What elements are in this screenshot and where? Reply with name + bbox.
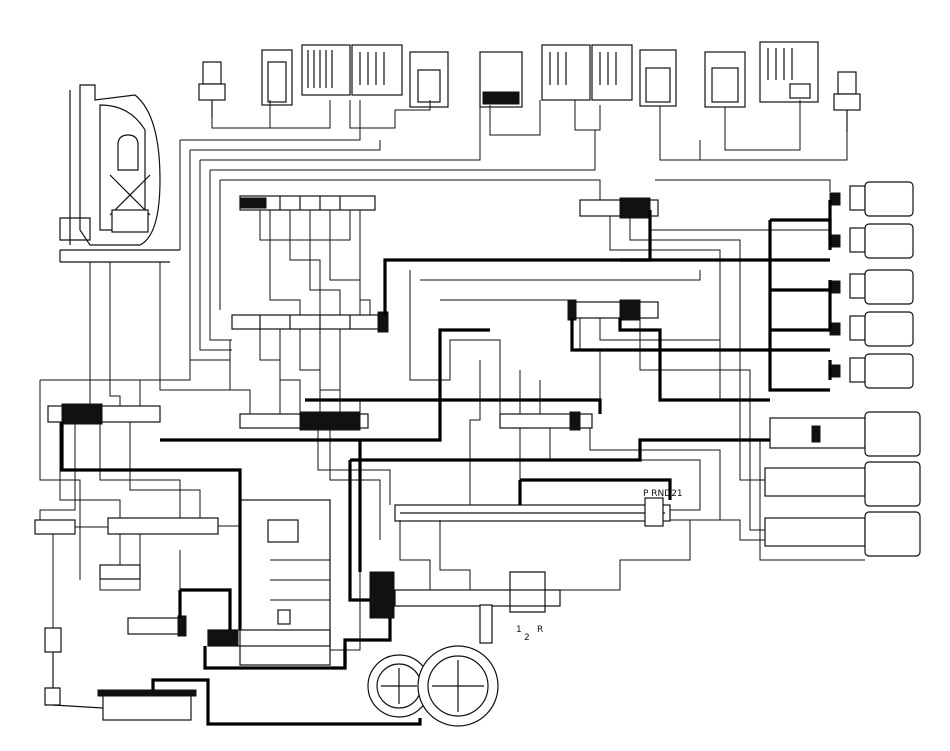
top-component-row [198, 41, 861, 132]
accumulator-group-2 [479, 44, 677, 108]
valve-bottom-center [207, 629, 331, 647]
accumulator-group-1 [261, 44, 449, 108]
solenoid-5 [829, 353, 914, 389]
valve-left-lower-4 [127, 615, 187, 637]
manual-range-label: 1 [516, 625, 522, 635]
valve-upper-center [239, 195, 376, 211]
large-solenoid-1 [769, 411, 921, 457]
solenoid-4 [829, 311, 914, 347]
selector-positions-label: P RND21 [643, 489, 683, 499]
valve-left-lower-2 [107, 517, 219, 535]
valve-left-main [47, 403, 161, 425]
valve-bodies [34, 195, 659, 647]
large-solenoid-3 [764, 511, 921, 557]
solenoid-bank [764, 181, 921, 557]
solenoid-1 [829, 181, 914, 217]
pressure-sensor-right [833, 71, 861, 132]
hydraulic-lines [39, 100, 865, 651]
solenoid-2 [829, 223, 914, 259]
valve-lower-center [239, 411, 369, 431]
valve-upper-right [579, 197, 659, 219]
manual-range-sub-label: 2 [524, 633, 530, 643]
oil-pump [367, 645, 499, 727]
manual-range-r-label: R [537, 625, 543, 635]
manual-valve: P RND21 [394, 489, 683, 527]
pressure-lines [60, 200, 832, 726]
valve-left-lower-1 [34, 519, 76, 535]
valve-lower-right [499, 411, 593, 431]
large-solenoid-2 [764, 461, 921, 507]
manual-shaft: 1 2 R [369, 571, 561, 644]
pressure-sensor-left [198, 61, 226, 118]
oil-pan [44, 627, 197, 721]
solenoid-3 [829, 269, 914, 305]
valve-left-lower-3 [99, 564, 141, 580]
torque-converter [59, 84, 180, 263]
valve-mid-center [231, 311, 389, 333]
accumulator-group-3 [704, 41, 819, 108]
valve-mid-right [567, 299, 659, 321]
